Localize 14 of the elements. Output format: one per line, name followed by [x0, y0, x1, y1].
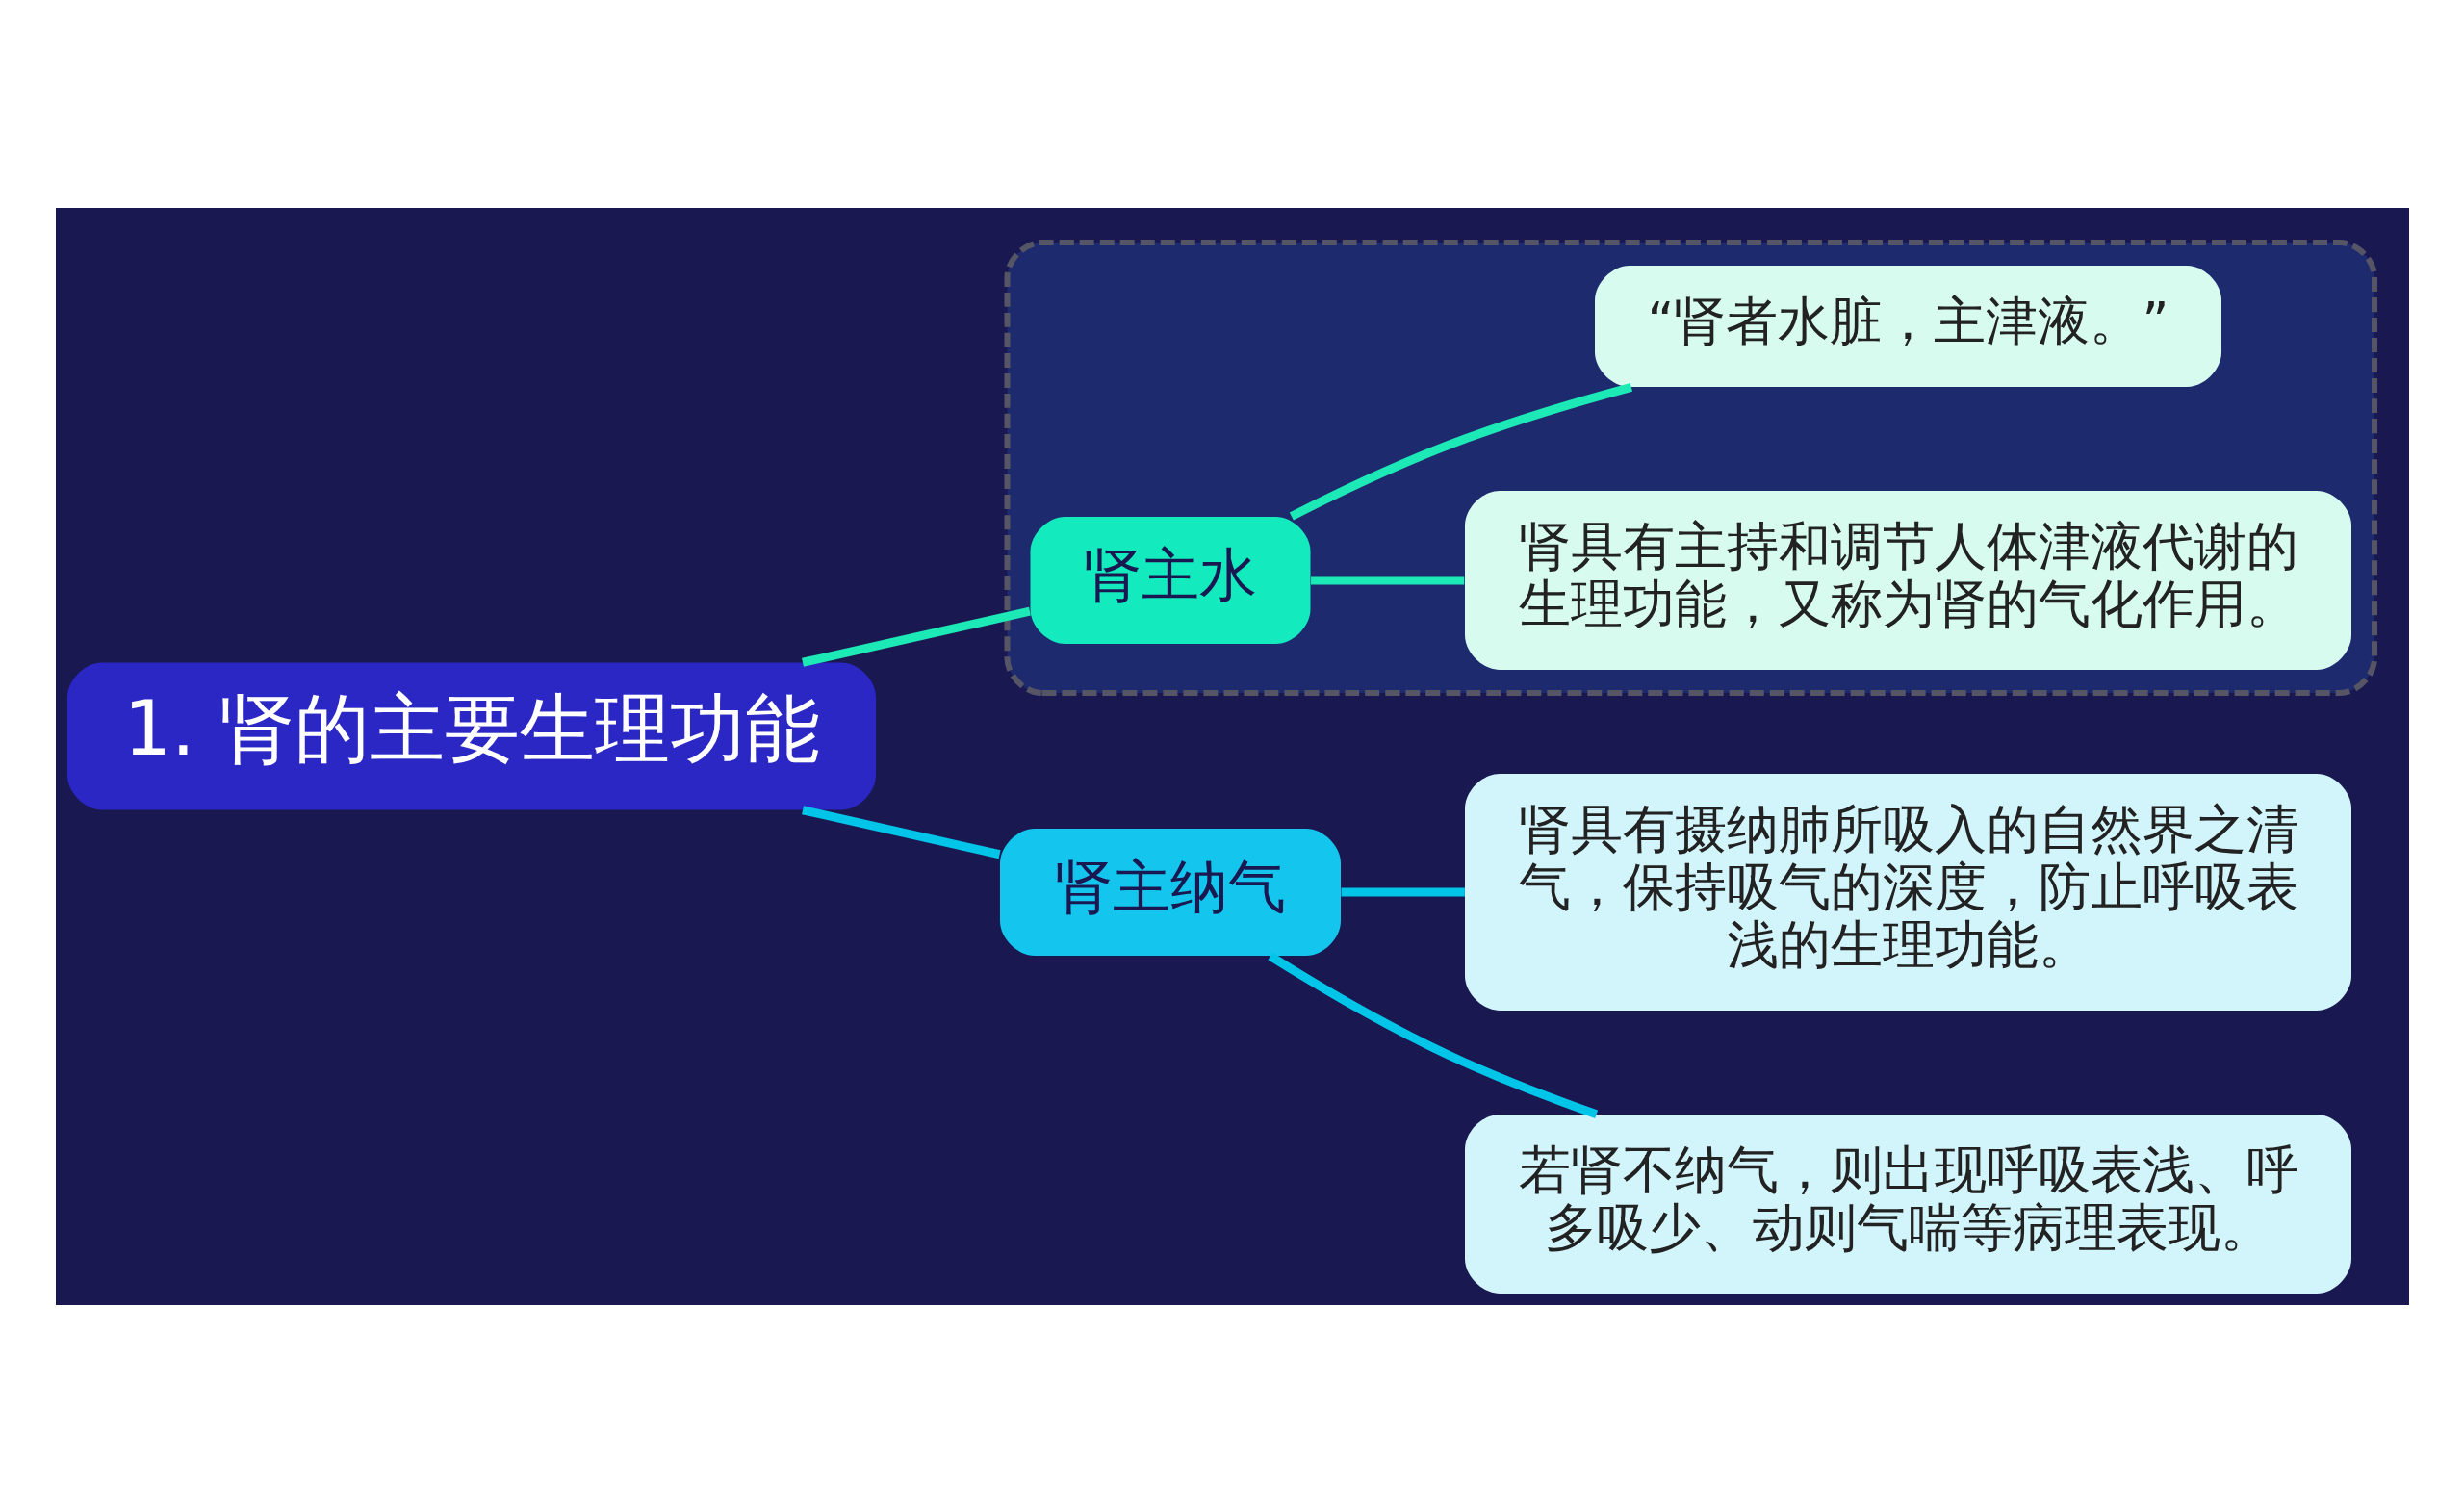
connector [801, 606, 1031, 667]
connector [1310, 576, 1464, 584]
node-box: 肾具有主持和调节人体津液代谢的生理功能，又称为肾的气化作用。 [1464, 490, 2351, 670]
node-box: “肾者水脏，主津液。” [1594, 265, 2221, 387]
cluster [1004, 239, 2377, 696]
node-box: 肾具有摄纳肺所吸入的自然界之清气，保持吸气的深度，防止呼吸表浅的生理功能。 [1464, 773, 2351, 1011]
connector [1289, 382, 1632, 520]
connector [1341, 887, 1465, 896]
node-box: 1. 肾的主要生理功能 [66, 662, 876, 809]
node-box: 肾主纳气 [999, 828, 1341, 956]
node-box: 肾主水 [1030, 516, 1310, 644]
node-box: 若肾不纳气，则出现呼吸表浅、呼多吸少、动则气喘等病理表现。 [1464, 1114, 2351, 1294]
connector [1267, 952, 1598, 1118]
connector [801, 805, 1001, 859]
